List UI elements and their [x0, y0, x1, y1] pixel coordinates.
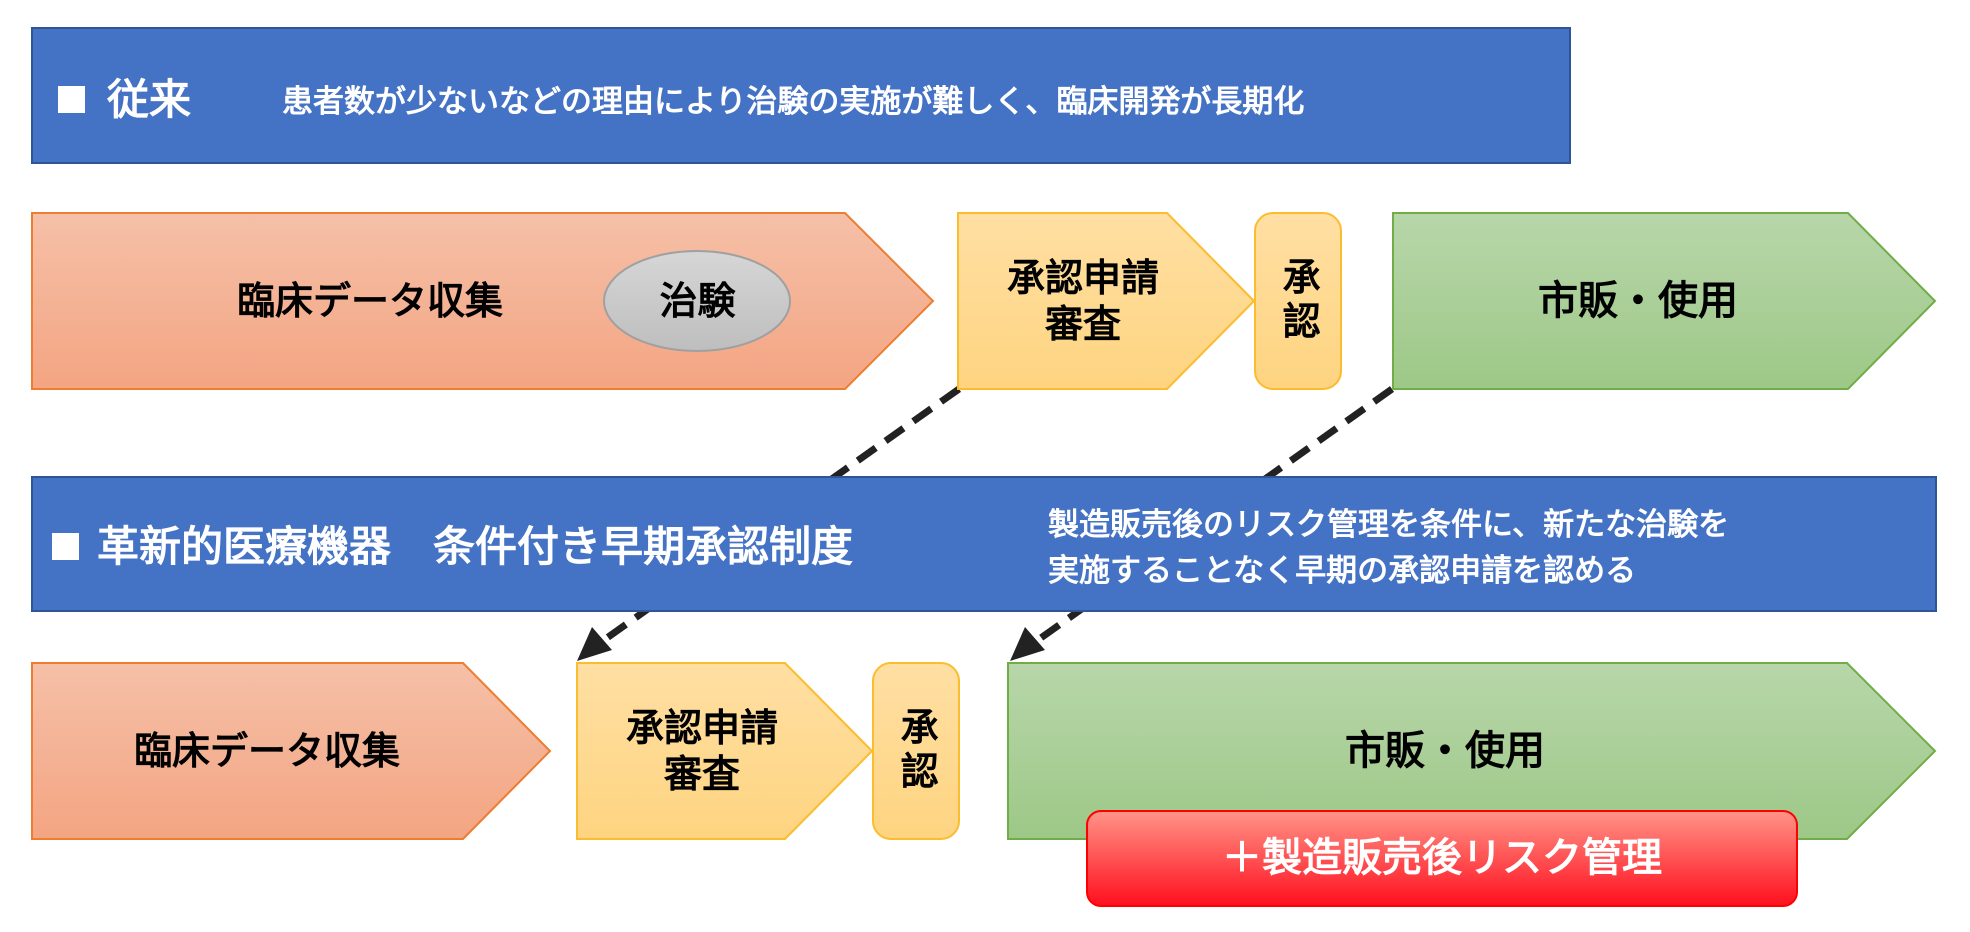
conventional-title-text: 従来 [107, 75, 192, 124]
conditional-title: 革新的医療機器 条件付き早期承認制度 [52, 513, 853, 574]
conventional-title: 従来 [58, 66, 191, 127]
conditional-review-line-1: 承認申請 [625, 705, 778, 750]
conditional-title-text: 革新的医療機器 条件付き早期承認制度 [97, 522, 854, 571]
conventional-trial-ellipse [603, 250, 791, 352]
conditional-market-label: 市販・使用 [1345, 727, 1545, 774]
conditional-review-shape [576, 662, 874, 840]
connector-market-arrowhead [1010, 627, 1045, 661]
risk-management-shape [1086, 810, 1798, 907]
conventional-description: 患者数が少ないなどの理由により治験の実施が難しく、臨床開発が長期化 [282, 84, 1305, 120]
conventional-collect-label: 臨床データ収集 [236, 278, 503, 323]
conditional-description-line-1: 製造販売後のリスク管理を条件に、新たな治験を [1048, 507, 1730, 543]
conditional-collect-shape [31, 662, 552, 840]
risk-management-label: ＋製造販売後リスク管理 [1222, 835, 1662, 882]
connector-review-arrowhead [577, 627, 612, 661]
conditional-collect-label: 臨床データ収集 [133, 728, 400, 773]
conditional-market-shape [1007, 662, 1937, 840]
conditional-banner-overlay [31, 476, 1937, 612]
conventional-market-label: 市販・使用 [1538, 277, 1738, 324]
conventional-banner [31, 27, 1571, 164]
conventional-review-line-2: 審査 [1044, 302, 1121, 346]
conventional-review-label: 承認申請 審査 [958, 213, 1208, 389]
white-square-icon [52, 533, 79, 560]
conventional-review-line-1: 承認申請 [1006, 255, 1159, 300]
conditional-review-line-2: 審査 [663, 752, 740, 796]
conventional-approval-shape [1254, 212, 1342, 390]
conditional-approval-text: 承認 [894, 707, 939, 795]
conditional-description-line-2: 実施することなく早期の承認申請を認める [1048, 553, 1637, 589]
conditional-approval-label: 承認 [873, 663, 959, 839]
conventional-approval-text: 承認 [1276, 257, 1321, 345]
conditional-approval-shape [872, 662, 960, 840]
white-square-icon [58, 86, 85, 113]
conventional-trial-label: 治験 [659, 278, 736, 323]
conventional-market-shape [1392, 212, 1937, 390]
conventional-approval-label: 承認 [1255, 213, 1341, 389]
conditional-review-label: 承認申請 審査 [577, 663, 827, 839]
conventional-review-shape [957, 212, 1256, 390]
